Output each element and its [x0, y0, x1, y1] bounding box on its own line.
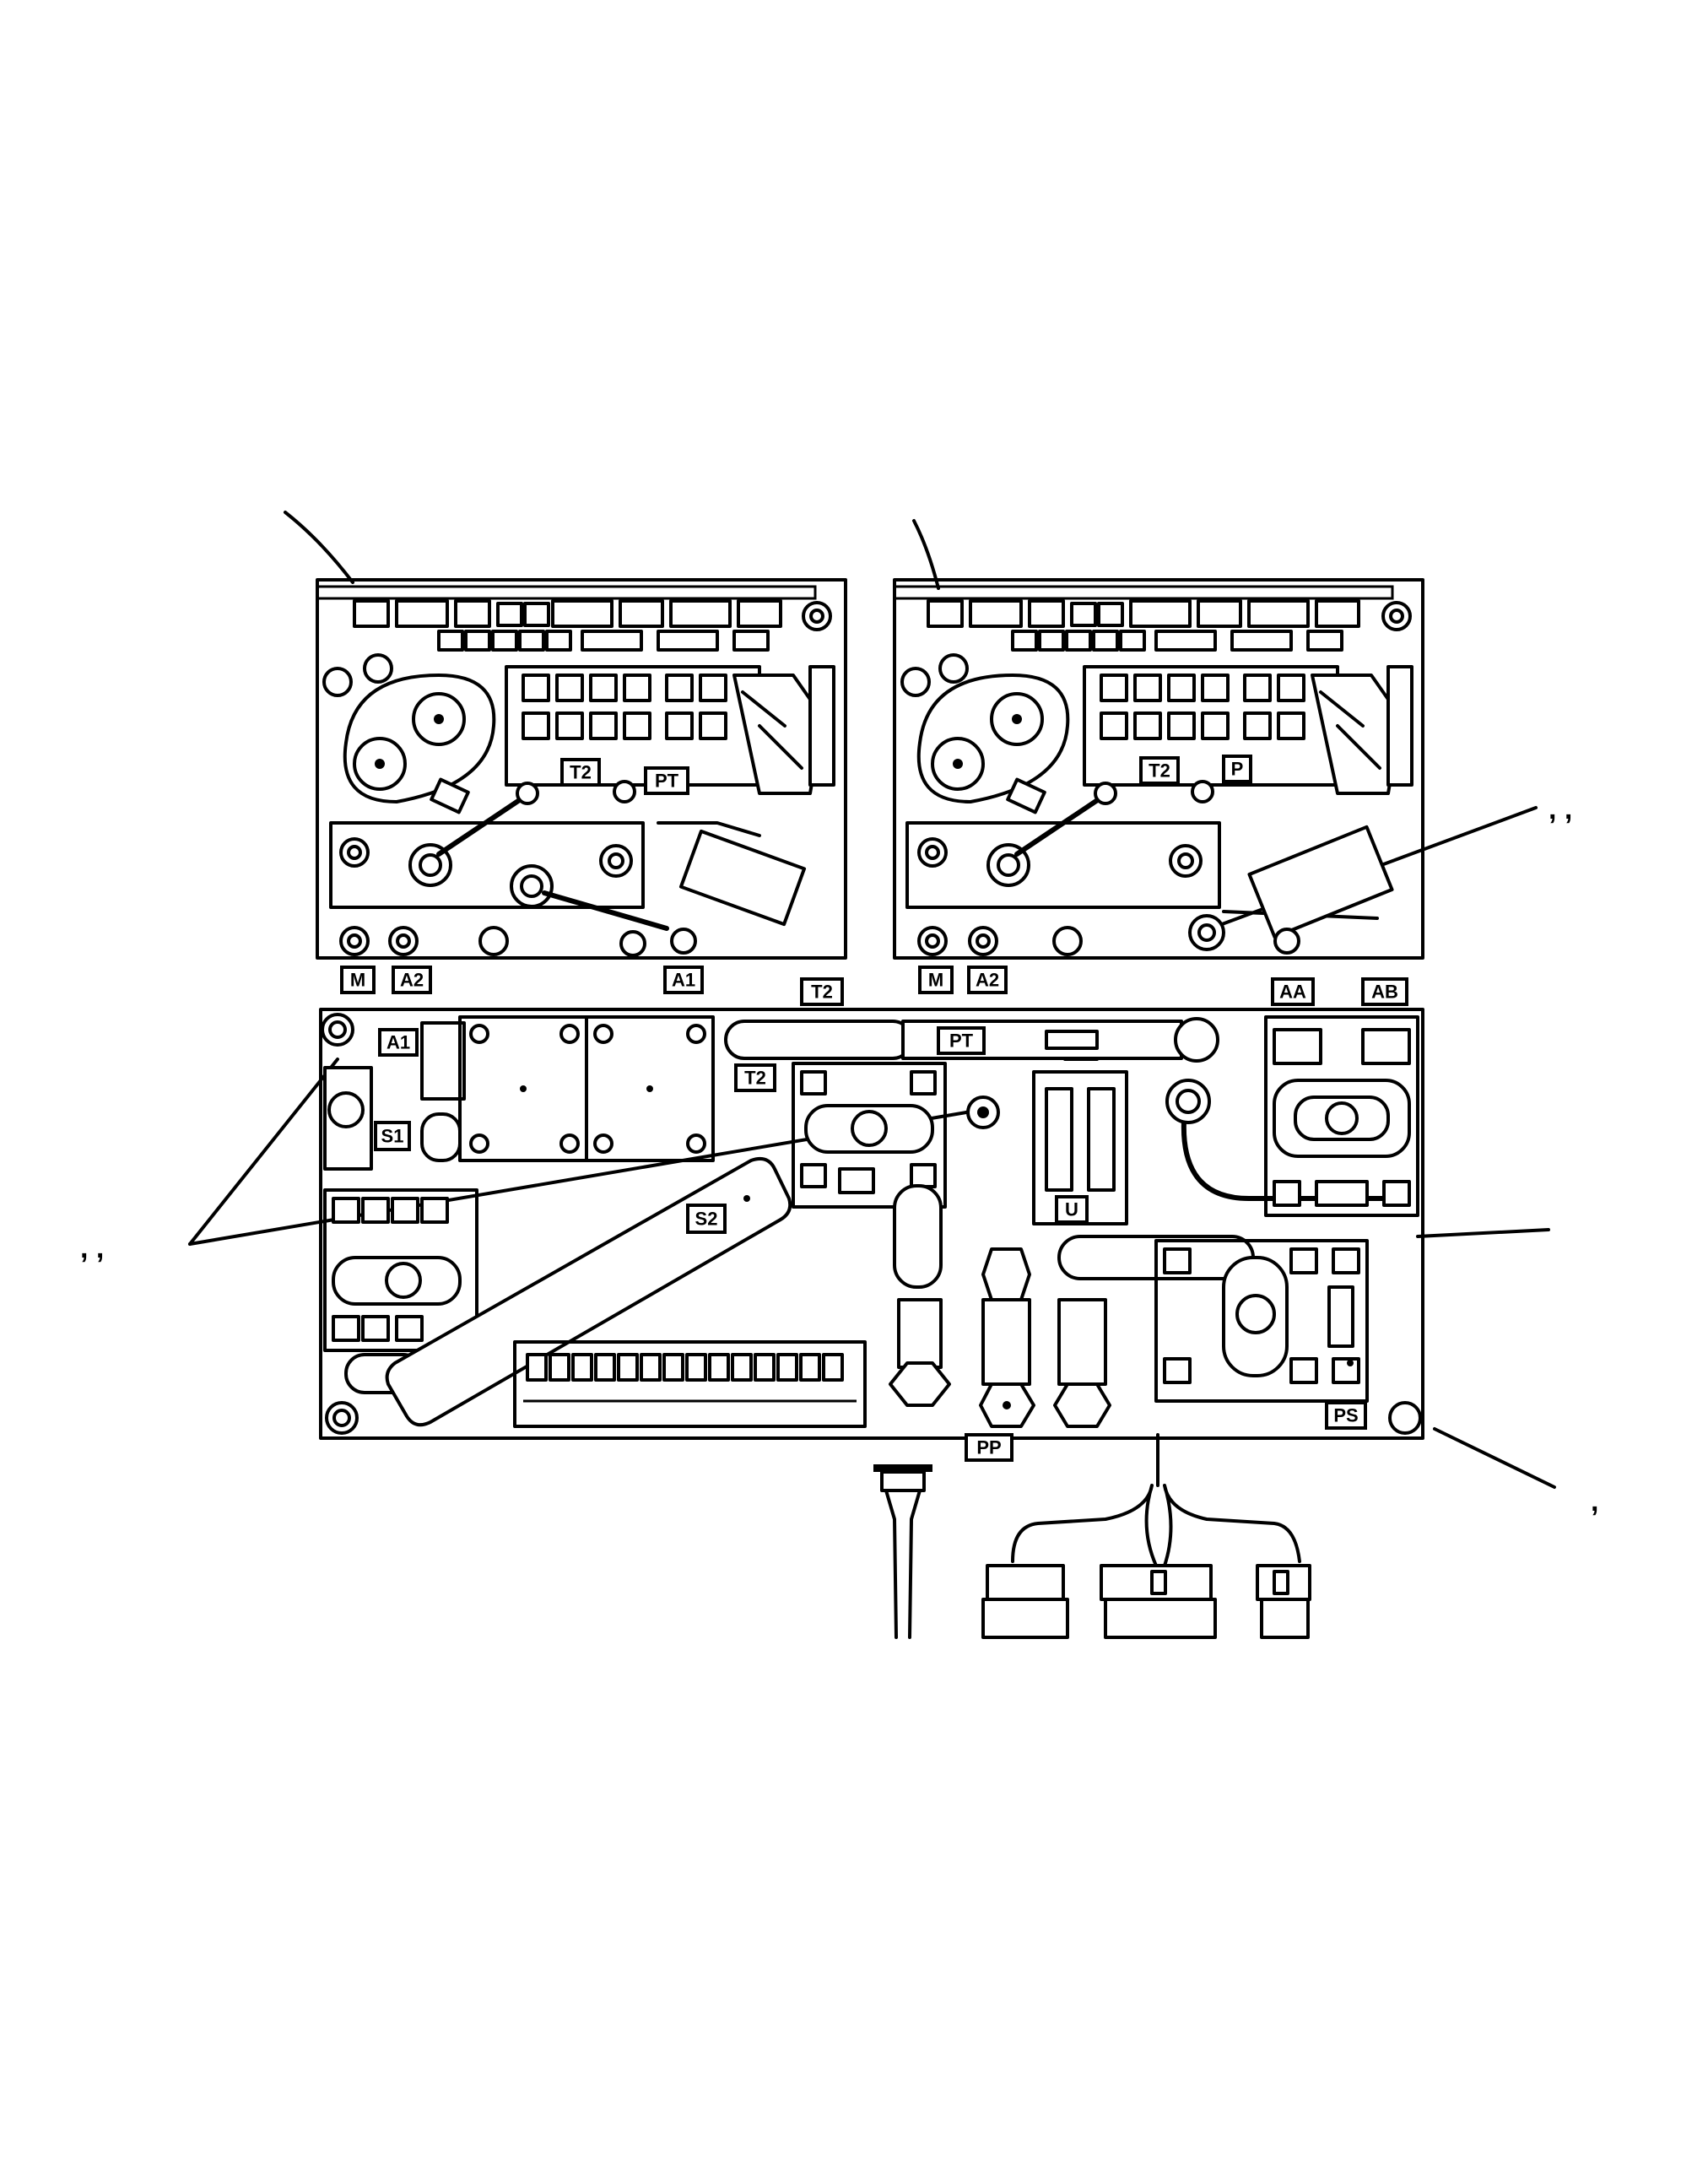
probe-and-harness	[873, 1433, 1311, 1639]
tag-m-right: M	[918, 966, 954, 994]
tag-a2-right: A2	[967, 966, 1008, 994]
svg-text:AA: AA	[1279, 982, 1306, 1003]
svg-text:A2: A2	[400, 970, 424, 991]
tag-s2: S2	[686, 1204, 727, 1234]
svg-text:P: P	[1231, 759, 1244, 780]
tag-ps: PS	[1325, 1401, 1367, 1430]
svg-text:PT: PT	[655, 771, 679, 792]
tag-p-right: P	[1222, 755, 1252, 783]
tag-a1-left: A1	[663, 966, 704, 994]
top-left-valve-block	[316, 578, 847, 960]
tag-m-left: M	[340, 966, 376, 994]
top-right-valve-block	[893, 578, 1424, 960]
tag-t2-right: T2	[1139, 756, 1180, 785]
svg-text:T2: T2	[1149, 760, 1170, 782]
svg-text:T2: T2	[744, 1068, 766, 1089]
svg-text:U: U	[1065, 1199, 1078, 1220]
tag-s1: S1	[374, 1121, 411, 1151]
svg-text:A2: A2	[976, 970, 999, 991]
svg-text:T2: T2	[811, 982, 833, 1003]
svg-text:S2: S2	[695, 1209, 718, 1230]
svg-text:PT: PT	[949, 1031, 974, 1052]
svg-text:,: ,	[1591, 1485, 1598, 1518]
tag-pt-lower: PT	[937, 1026, 986, 1055]
callout-mark-right-upper: , ,	[1549, 793, 1572, 825]
svg-text:AB: AB	[1371, 982, 1398, 1003]
tag-t2-bottom-top: T2	[800, 977, 844, 1006]
svg-text:PS: PS	[1333, 1405, 1358, 1426]
tag-a1-lower: A1	[378, 1028, 419, 1057]
tag-pt-left: PT	[644, 766, 689, 795]
lower-valve-block	[319, 1008, 1424, 1440]
svg-text:PP: PP	[976, 1437, 1001, 1458]
tag-u: U	[1055, 1195, 1089, 1224]
tag-a2-left: A2	[392, 966, 432, 994]
svg-text:A1: A1	[386, 1032, 410, 1053]
svg-text:T2: T2	[570, 762, 592, 783]
callout-mark-right-lower: ,	[1591, 1485, 1598, 1518]
tag-ab: AB	[1361, 977, 1408, 1006]
svg-text:A1: A1	[672, 970, 695, 991]
svg-text:, ,: , ,	[1549, 793, 1572, 825]
svg-text:, ,: , ,	[80, 1232, 104, 1264]
svg-text:M: M	[928, 970, 943, 991]
tag-t2-lower: T2	[734, 1063, 776, 1092]
tag-pp: PP	[965, 1433, 1013, 1462]
tag-t2-left: T2	[560, 758, 601, 787]
svg-text:M: M	[350, 970, 365, 991]
svg-text:S1: S1	[381, 1126, 404, 1147]
callout-mark-left-middle: , ,	[80, 1232, 104, 1264]
tag-aa: AA	[1271, 977, 1315, 1006]
